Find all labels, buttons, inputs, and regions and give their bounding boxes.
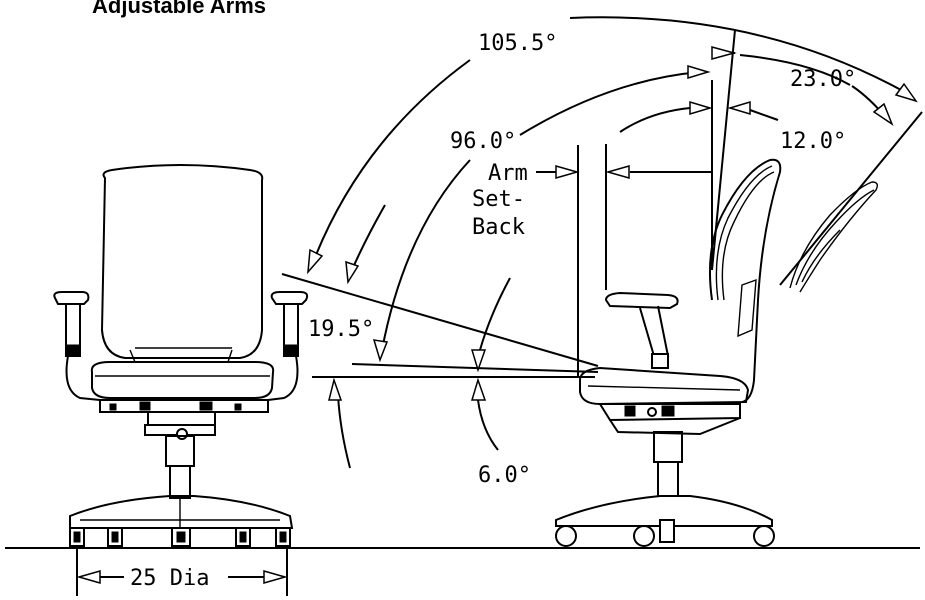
recline-total-label: 105.5° <box>478 31 557 56</box>
front-gas-column <box>165 435 195 467</box>
front-mechanism <box>99 399 269 413</box>
base-diameter-dimension: 25 Dia <box>76 548 288 596</box>
arm-setback-label-2: Set- <box>472 187 525 212</box>
lower-recline-label: 12.0° <box>780 129 846 154</box>
side-casters <box>555 525 775 547</box>
seat-tilt-total-label: 19.5° <box>308 317 374 342</box>
seat-pan-angle-dimension: 6.0° <box>470 277 531 488</box>
seat-to-back-label: 96.0° <box>450 129 516 154</box>
lower-recline-dimension: 12.0° <box>619 100 846 154</box>
side-gas-column <box>653 431 683 463</box>
upper-recline-dimension: 23.0° <box>711 46 894 126</box>
arm-setback-label-1: Arm <box>488 161 528 186</box>
reference-lines <box>281 29 923 378</box>
arm-setback-label-3: Back <box>472 215 525 240</box>
seat-tilt-total-dimension: 19.5° <box>308 204 386 469</box>
recline-total-dimension: 105.5° <box>307 16 918 275</box>
base-diameter-label: 25 Dia <box>130 566 209 591</box>
side-backrest <box>708 158 782 403</box>
diagram-title: Adjustable Arms <box>92 0 266 18</box>
front-casters <box>69 527 291 547</box>
front-left-arm <box>53 291 101 401</box>
front-star-base <box>69 495 294 529</box>
side-reclined-backrest <box>789 181 879 293</box>
front-backrest <box>100 164 264 359</box>
front-right-arm <box>267 291 309 401</box>
side-star-base <box>555 495 773 527</box>
front-view-chair <box>53 164 309 547</box>
seat-to-back-dimension: 96.0° <box>372 64 711 363</box>
side-view-chair <box>555 158 879 547</box>
seat-pan-angle-label: 6.0° <box>478 463 531 488</box>
side-arm <box>604 291 679 310</box>
front-seat <box>90 361 275 399</box>
upper-recline-label: 23.0° <box>790 67 856 92</box>
arm-setback-dimension: Arm Set- Back <box>472 161 712 240</box>
